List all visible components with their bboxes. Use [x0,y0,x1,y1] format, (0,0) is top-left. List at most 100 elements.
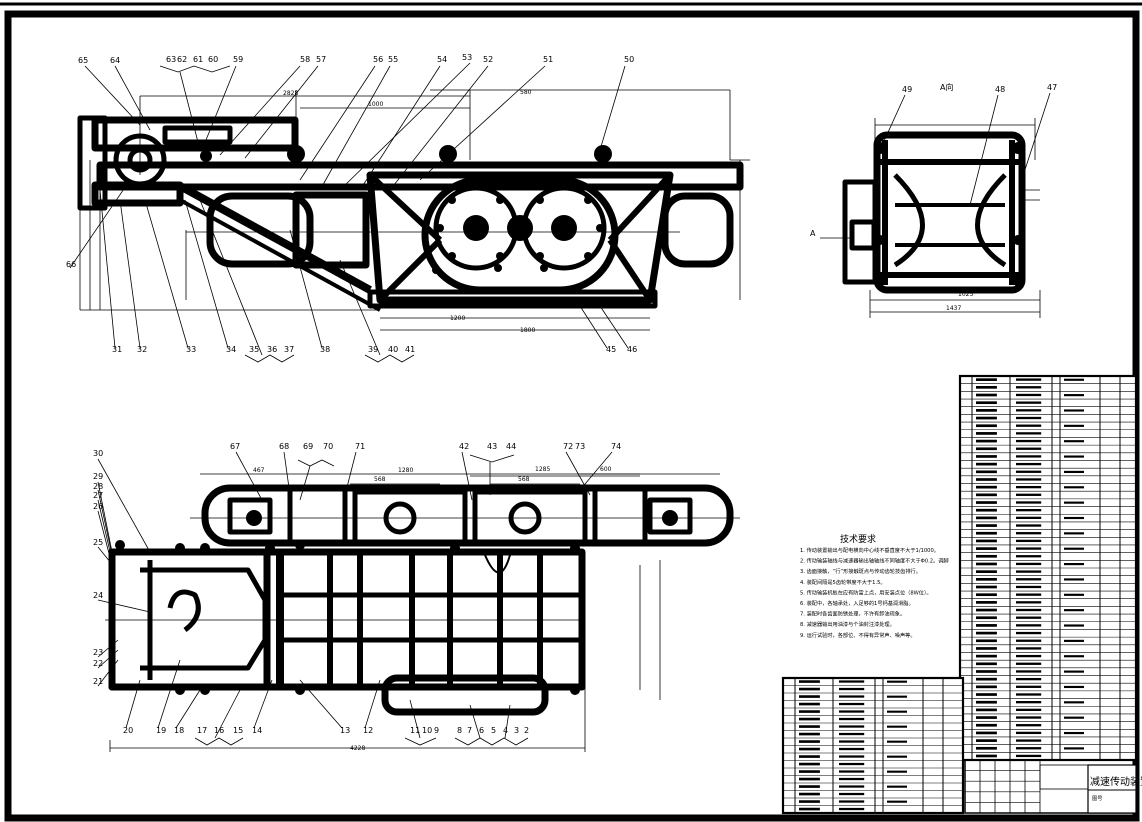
tech-requirement-line: 5. 传动输装机板在应有防雷上点，用安装点位（8W位）。 [800,588,932,596]
tech-requirement-line: 8. 减速器输出用油漆与个油封注漆处理。 [800,620,895,628]
part-callout: 39 [368,345,378,354]
tech-title: 技术要求 [840,533,876,545]
part-callout: 36 [267,345,277,354]
part-callout: 16 [214,726,224,735]
dimension-label: 1000 [368,101,383,108]
drawing-number-label: 图号 [1092,795,1102,802]
part-callout: 46 [627,345,637,354]
tech-requirement-line: 4. 装配间隔是5齿轮带度不大于1.5。 [800,578,886,586]
part-callout: 51 [543,55,553,64]
part-callout: 4 [503,726,508,735]
part-callout: 50 [624,55,634,64]
part-callout: 24 [93,591,103,600]
part-callout: 54 [437,55,447,64]
part-callout: 28 [93,482,103,491]
tech-requirement-line: 9. 运行试验时，各部位、不得有异常声、噪声等。 [800,631,916,639]
part-callout: 56 [373,55,383,64]
part-callout: 38 [320,345,330,354]
tech-requirement-line: 3. 齿面接触，“行”形接触斑点与传动齿轮技齿排行。 [800,567,921,575]
part-callout: 45 [606,345,616,354]
part-callout: 73 [575,442,585,451]
part-callout: 72 [563,442,573,451]
part-callout: 61 [193,55,203,64]
part-callout: 8 [457,726,462,735]
parts-list [781,374,1138,815]
part-callout: 59 [233,55,243,64]
part-callout: 3 [514,726,519,735]
part-callout: 57 [316,55,326,64]
part-callout: 52 [483,55,493,64]
part-callout: 48 [995,85,1005,94]
part-callout: 53 [462,53,472,62]
part-callout: 66 [66,260,76,269]
part-callout: 41 [405,345,415,354]
part-callout: 26 [93,502,103,511]
part-callout: 63 [166,55,176,64]
dimension-label: 1200 [450,315,465,322]
tech-requirement-line: 2. 传动输装轴线与减速器输出轴轴线不同轴度不大于Φ0.2。调脚 [800,557,949,565]
part-callout: 69 [303,442,313,451]
part-callout: 49 [902,85,912,94]
part-callout: 27 [93,491,103,500]
side-view-marker: A [810,229,816,238]
part-callout: 6 [479,726,484,735]
part-callout: 68 [279,442,289,451]
part-callout: 60 [208,55,218,64]
part-callout: 14 [252,726,262,735]
dimension-label: 4228 [350,745,365,752]
part-callout: 10 [422,726,432,735]
part-callout: 13 [340,726,350,735]
part-callout: 47 [1047,83,1057,92]
part-callout: 20 [123,726,133,735]
drawing-name: 减速传动装置 [1090,775,1142,788]
part-callout: 58 [300,55,310,64]
part-callout: 44 [506,442,516,451]
part-callout: 21 [93,677,103,686]
part-callout: 55 [388,55,398,64]
part-callout: 65 [78,56,88,65]
part-callout: 19 [156,726,166,735]
dimension-label: 600 [600,466,612,473]
side-view-a: A向 A 49 48 47 1025 1437 [810,82,1057,318]
part-callout: 18 [174,726,184,735]
part-callout: 35 [249,345,259,354]
part-callout: 40 [388,345,398,354]
part-callout: 5 [491,726,496,735]
part-callout: 9 [434,726,439,735]
part-callout: 62 [177,55,187,64]
dimension-label: 1280 [398,467,413,474]
part-callout: 33 [186,345,196,354]
tech-requirement-line: 1. 传动装置输出与配电横向中心线不垂直度不大于1/1000。 [800,546,939,554]
title-block: 减速传动装置 图号 [1039,764,1142,814]
part-callout: 42 [459,442,469,451]
tech-requirement-line: 6. 装配中，各轴承处，入足够的1号钙基润滑脂。 [800,599,914,607]
part-callout: 15 [233,726,243,735]
part-callout: 71 [355,442,365,451]
part-callout: 74 [611,442,621,451]
dimension-label: 1025 [958,291,973,298]
part-callout: 70 [323,442,333,451]
dimension-label: 580 [520,89,532,96]
part-callout: 67 [230,442,240,451]
part-callout: 34 [226,345,236,354]
part-callout: 64 [110,56,120,65]
tech-requirement-line: 7. 装配时各齿面防锈处理，不许有卸油现象。 [800,610,905,618]
part-callout: 11 [410,726,420,735]
part-callout: 30 [93,449,103,458]
dimension-label: 1285 [535,466,550,473]
dimension-label: 467 [253,467,265,474]
dimension-label: 568 [374,476,386,483]
part-callout: 25 [93,538,103,547]
part-callout: 17 [197,726,207,735]
technical-requirements: 技术要求 1. 传动装置输出与配电横向中心线不垂直度不大于1/1000。 2. 传… [800,533,949,639]
part-callout: 7 [467,726,472,735]
part-callout: 22 [93,659,103,668]
part-callout: 2 [524,726,529,735]
dimension-label: 1437 [946,305,961,312]
side-view-title: A向 [940,82,953,92]
part-callout: 32 [137,345,147,354]
dimension-label: 1800 [520,327,535,334]
